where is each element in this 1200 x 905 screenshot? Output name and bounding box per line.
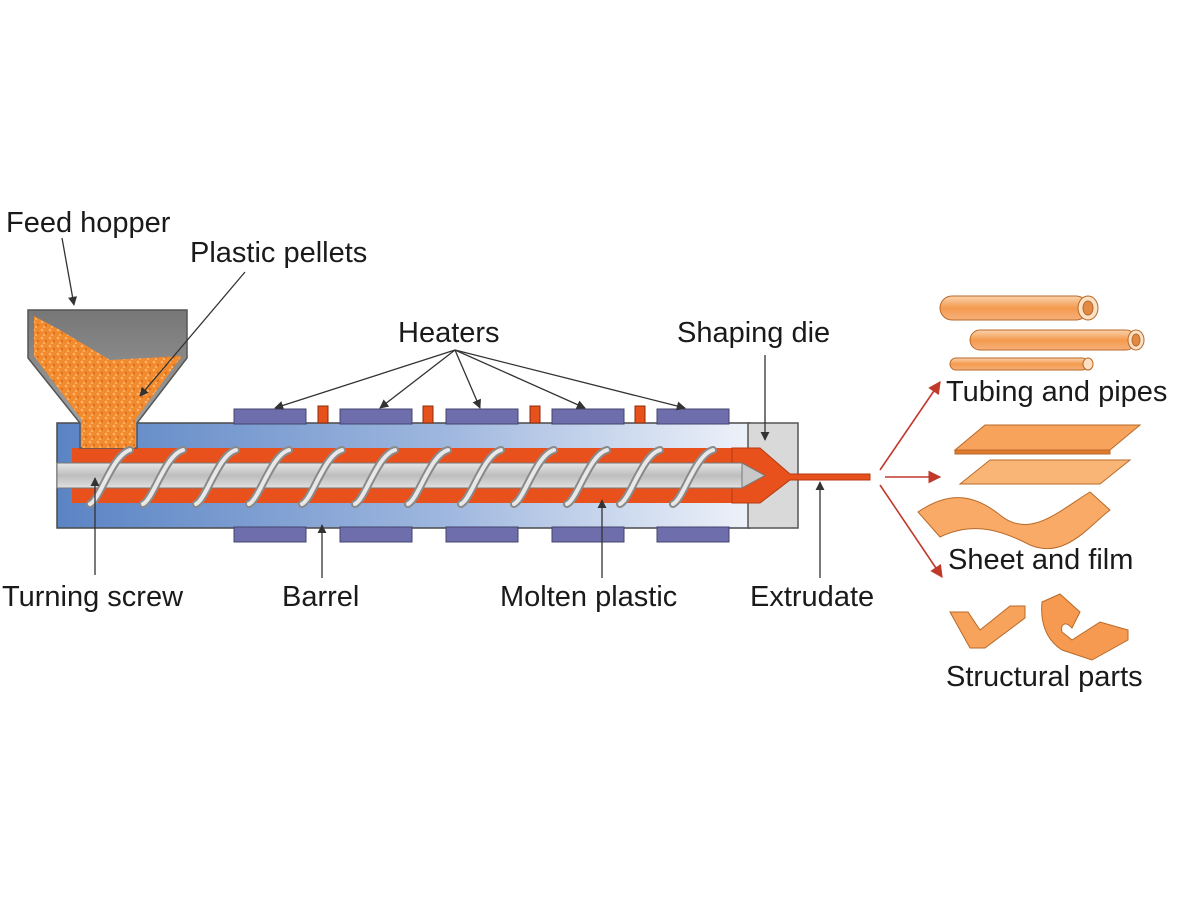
screw-flight-highlight bbox=[353, 448, 397, 506]
feed-hopper bbox=[27, 309, 188, 449]
heaters bbox=[233, 405, 730, 543]
tubing-products bbox=[939, 295, 1145, 371]
heaters-arrow-3 bbox=[454, 349, 481, 409]
heaters-arrow-2 bbox=[379, 349, 456, 409]
turning-screw bbox=[56, 446, 767, 508]
thermocouple bbox=[634, 405, 646, 424]
label-tubing-and-pipes: Tubing and pipes bbox=[946, 376, 1167, 408]
label-sheet-and-film: Sheet and film bbox=[948, 544, 1133, 576]
screw-flight-highlight bbox=[194, 448, 238, 506]
heater-band-top bbox=[339, 408, 413, 425]
screw-flight-highlight bbox=[141, 448, 185, 506]
heaters-arrow-5 bbox=[454, 349, 686, 411]
heater-band-top bbox=[551, 408, 625, 425]
structural-products bbox=[949, 593, 1129, 661]
screw-flight-highlight bbox=[459, 448, 503, 506]
leader-lines bbox=[61, 237, 825, 578]
heater-band-bottom bbox=[656, 526, 730, 543]
label-heaters: Heaters bbox=[398, 317, 500, 349]
arrow-to-tubing bbox=[879, 380, 941, 471]
label-plastic-pellets: Plastic pellets bbox=[190, 237, 367, 269]
label-extrudate: Extrudate bbox=[750, 581, 874, 613]
heater-band-bottom bbox=[551, 526, 625, 543]
heater-band-bottom bbox=[233, 526, 307, 543]
label-feed-hopper: Feed hopper bbox=[6, 207, 171, 239]
screw-flight-highlight bbox=[565, 448, 609, 506]
arrow-to-structural bbox=[879, 484, 943, 579]
screw-flight-highlight bbox=[88, 448, 132, 506]
heater-band-bottom bbox=[339, 526, 413, 543]
labels: Feed hopper Plastic pellets Heaters Shap… bbox=[2, 207, 1167, 693]
label-barrel: Barrel bbox=[282, 581, 359, 613]
heater-band-top bbox=[233, 408, 307, 425]
sheet-products bbox=[917, 424, 1142, 550]
plastic-pellets-arrow bbox=[139, 271, 246, 397]
heaters-arrow-1 bbox=[274, 349, 456, 410]
label-molten-plastic: Molten plastic bbox=[500, 581, 677, 613]
screw-flight-highlight bbox=[512, 448, 556, 506]
label-structural-parts: Structural parts bbox=[946, 661, 1143, 693]
product-arrows bbox=[879, 380, 943, 579]
heater-band-bottom bbox=[445, 526, 519, 543]
screw-flight-highlight bbox=[406, 448, 450, 506]
thermocouple bbox=[317, 405, 329, 424]
heater-band-top bbox=[656, 408, 730, 425]
heaters-arrow-4 bbox=[454, 349, 586, 409]
screw-flight-highlight bbox=[618, 448, 662, 506]
thermocouple bbox=[422, 405, 434, 424]
heater-band-top bbox=[445, 408, 519, 425]
screw-flight-highlight bbox=[247, 448, 291, 506]
label-turning-screw: Turning screw bbox=[2, 581, 184, 613]
screw-flight-highlight bbox=[671, 448, 715, 506]
screw-flight-highlight bbox=[300, 448, 344, 506]
label-shaping-die: Shaping die bbox=[677, 317, 830, 349]
thermocouple bbox=[529, 405, 541, 424]
feed-hopper-arrow bbox=[61, 237, 78, 306]
